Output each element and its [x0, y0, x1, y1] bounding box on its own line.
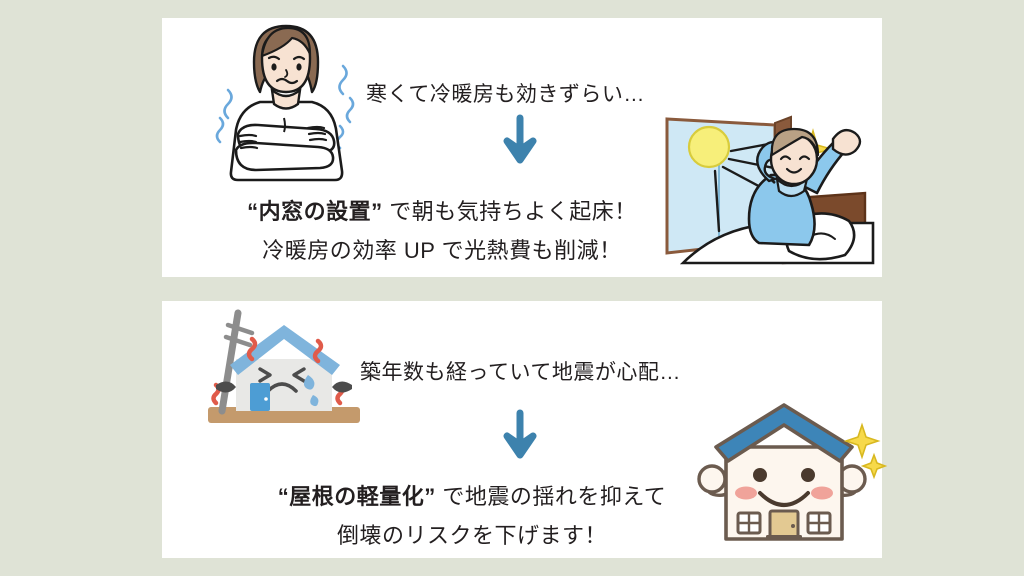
down-arrow-icon — [500, 114, 540, 172]
smiling-house-illustration — [690, 399, 888, 551]
panel-insulation: 寒くて冷暖房も効きずらい… — [162, 18, 882, 277]
down-arrow-icon — [500, 409, 540, 467]
sparkle-icon — [843, 422, 881, 460]
sparkle-icon — [860, 452, 888, 480]
problem-text-roof: 築年数も経っていて地震が心配… — [360, 361, 681, 384]
shiver-lines-icon — [215, 64, 355, 150]
solution-keyword-roof: “屋根の軽量化” — [277, 484, 436, 509]
sad-shaking-house-illustration — [200, 307, 370, 432]
shivering-woman-illustration — [198, 18, 373, 182]
panel-roof: 築年数も経っていて地震が心配… — [162, 301, 888, 558]
solution-line1-rest-roof: で地震の揺れを抑えて — [435, 484, 667, 509]
solution-text-roof: “屋根の軽量化” で地震の揺れを抑えて 倒壊のリスクを下げます！ — [162, 479, 782, 550]
solution-line2-insulation: 冷暖房の効率 UP で光熱費も削減！ — [262, 238, 622, 263]
solution-text-insulation: “内窓の設置” で朝も気持ちよく起床！ 冷暖房の効率 UP で光熱費も削減！ — [162, 194, 722, 265]
solution-line1-rest-insulation: で朝も気持ちよく起床！ — [382, 199, 637, 224]
solution-line2-roof: 倒壊のリスクを下げます！ — [336, 523, 607, 548]
solution-keyword-insulation: “内窓の設置” — [247, 199, 383, 224]
person-waking-up-illustration — [657, 113, 877, 268]
problem-text-insulation: 寒くて冷暖房も効きずらい… — [366, 83, 645, 106]
